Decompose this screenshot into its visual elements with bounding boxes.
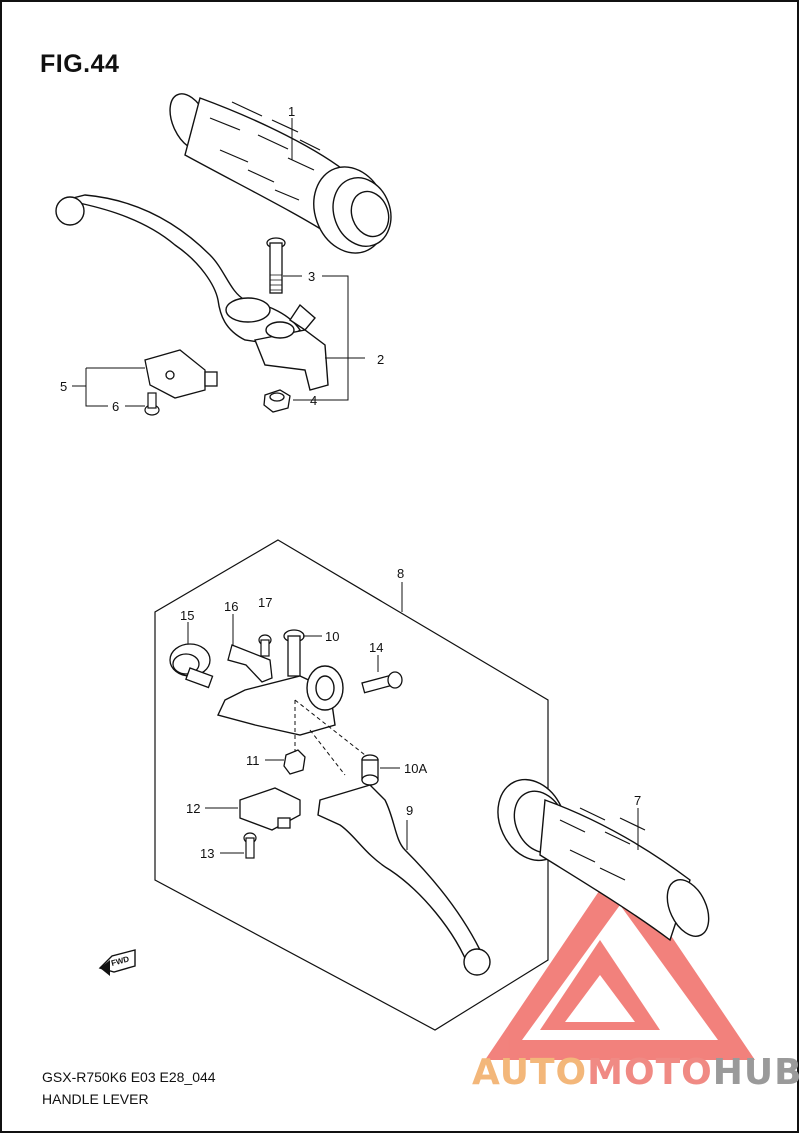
callout-17: 17 bbox=[258, 595, 272, 610]
lever-holder-part-2 bbox=[254, 303, 329, 391]
throttle-grip-part-1 bbox=[169, 93, 392, 254]
left-grip-part-7 bbox=[497, 778, 710, 942]
nut-part-11 bbox=[283, 749, 306, 775]
callout-15: 15 bbox=[180, 608, 194, 623]
watermark-text-moto: MOTO bbox=[587, 1052, 713, 1093]
brake-lever-holder bbox=[217, 665, 344, 736]
callout-8: 8 bbox=[397, 566, 404, 581]
callout-13: 13 bbox=[200, 846, 214, 861]
callout-11: 11 bbox=[246, 753, 260, 768]
watermark-text-auto: AUTO bbox=[472, 1052, 588, 1093]
dashed-reference-lines bbox=[294, 699, 366, 776]
callout-6: 6 bbox=[112, 399, 119, 414]
screw-part-17 bbox=[258, 634, 272, 657]
watermark-text-hub: HUB bbox=[712, 1052, 800, 1093]
brake-lever-part-9 bbox=[317, 784, 491, 976]
brake-switch-part-12 bbox=[239, 787, 301, 831]
callout-2: 2 bbox=[377, 352, 384, 367]
figure-title: FIG.44 bbox=[40, 50, 120, 78]
collar-part-10a bbox=[361, 754, 379, 786]
fwd-arrow: FWD bbox=[98, 949, 136, 976]
callout-3: 3 bbox=[308, 269, 315, 284]
callout-14: 14 bbox=[369, 640, 383, 655]
leader-lines-bottom bbox=[205, 635, 408, 854]
callout-1: 1 bbox=[288, 104, 295, 119]
model-code: GSX-R750K6 E03 E28_044 bbox=[42, 1069, 216, 1085]
watermark-text: AUTOMOTOHUB bbox=[472, 1052, 800, 1093]
screw-part-6 bbox=[144, 392, 160, 416]
nut-part-4 bbox=[263, 389, 291, 413]
callout-5: 5 bbox=[60, 379, 67, 394]
screw-part-13 bbox=[243, 832, 257, 859]
clutch-lever bbox=[55, 194, 301, 346]
assembly-frame-part-8 bbox=[154, 539, 549, 1031]
callout-7: 7 bbox=[634, 793, 641, 808]
leader-lines-top bbox=[72, 275, 365, 407]
watermark-logo bbox=[485, 860, 755, 1060]
pivot-bolt-part-3 bbox=[266, 237, 286, 294]
figure-caption: HANDLE LEVER bbox=[42, 1091, 149, 1107]
callout-4: 4 bbox=[310, 393, 317, 408]
callout-10: 10 bbox=[325, 629, 339, 644]
bracket-part-16 bbox=[227, 644, 273, 683]
clutch-switch-part-5 bbox=[144, 349, 218, 399]
callout-16: 16 bbox=[224, 599, 238, 614]
pivot-bolt-part-10 bbox=[283, 629, 305, 677]
bolt-part-14 bbox=[361, 671, 403, 694]
callout-12: 12 bbox=[186, 801, 200, 816]
adjuster-part-15 bbox=[169, 643, 214, 689]
callout-10a: 10A bbox=[404, 761, 427, 776]
callout-labels: 1 2 3 4 5 6 7 8 9 10 10A 11 12 13 14 15 … bbox=[60, 104, 641, 861]
callout-9: 9 bbox=[406, 803, 413, 818]
